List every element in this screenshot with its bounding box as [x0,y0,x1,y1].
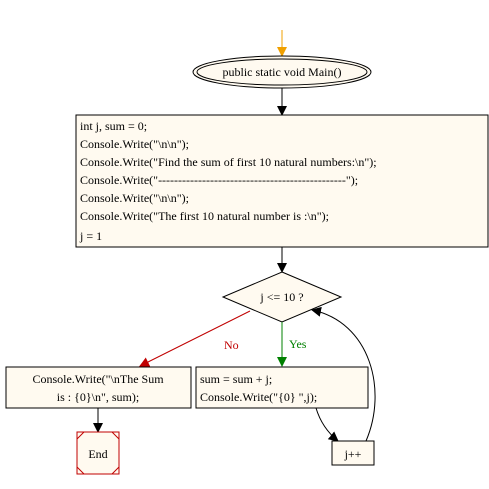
increment-label: j++ [344,447,362,461]
init-line: Console.Write("\n\n"); [80,191,189,205]
increment-node: j++ [331,440,375,466]
init-line: Console.Write("The first 10 natural numb… [80,209,329,223]
edge-no-label: No [224,338,239,352]
main-node-label: public static void Main() [223,65,342,79]
print-sum-block: Console.Write("\nThe Sum is : {0}\n", su… [5,366,192,409]
print-sum-line: is : {0}\n", sum); [57,390,139,404]
main-node: public static void Main() [192,55,372,89]
init-line: Console.Write("-------------------------… [80,173,358,187]
edge-no [139,310,251,367]
decision-label: j <= 10 ? [259,290,303,304]
end-label: End [88,447,107,461]
edge-body-to-increment [315,407,339,442]
edge-increment-to-decision [311,306,376,442]
init-line: j = 1 [79,229,102,243]
init-block: int j, sum = 0; Console.Write("\n\n"); C… [75,114,489,248]
decision-node: j <= 10 ? [221,271,343,323]
loop-body-line: sum = sum + j; [200,372,272,386]
end-node: End [76,431,120,475]
init-line: Console.Write("\n\n"); [80,137,189,151]
print-sum-line: Console.Write("\nThe Sum [32,372,164,386]
init-line: Console.Write("Find the sum of first 10 … [80,155,377,169]
edge-yes-label: Yes [289,337,307,351]
init-line: int j, sum = 0; [80,119,147,133]
loop-body-line: Console.Write("{0} ",j); [200,390,317,404]
loop-body-block: sum = sum + j; Console.Write("{0} ",j); [195,366,369,409]
